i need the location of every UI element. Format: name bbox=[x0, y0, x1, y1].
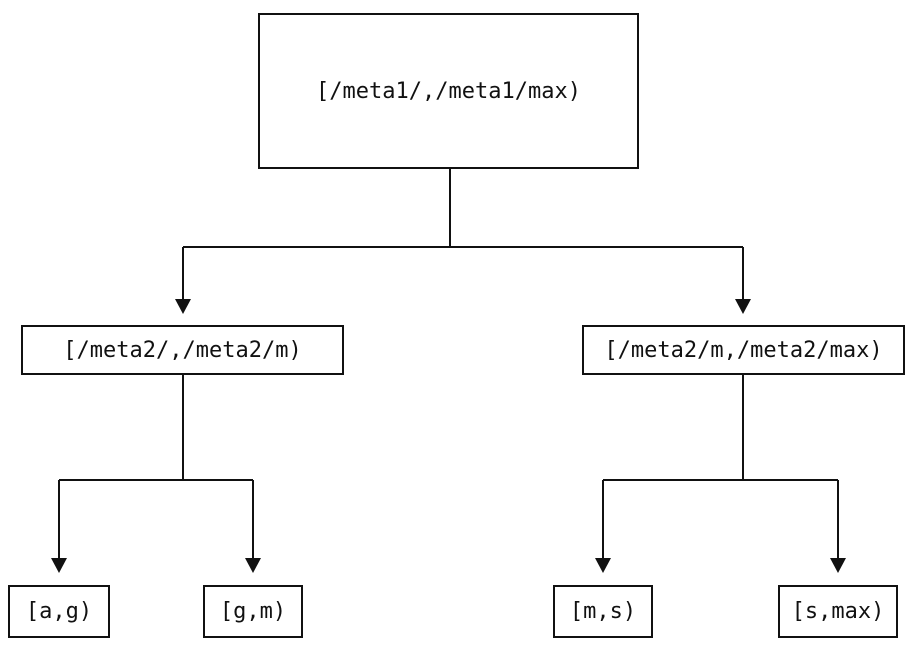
node-root: [/meta1/,/meta1/max) bbox=[258, 13, 639, 169]
node-right-left: [m,s) bbox=[553, 585, 653, 638]
node-right-right-label: [s,max) bbox=[791, 599, 885, 624]
arrow-down-icon bbox=[245, 558, 261, 573]
node-right-left-label: [m,s) bbox=[569, 599, 637, 624]
node-root-label: [/meta1/,/meta1/max) bbox=[316, 78, 581, 104]
node-left-label: [/meta2/,/meta2/m) bbox=[63, 337, 302, 363]
arrow-down-icon bbox=[595, 558, 611, 573]
node-left-right: [g,m) bbox=[203, 585, 303, 638]
node-left-left: [a,g) bbox=[8, 585, 110, 638]
node-left-left-label: [a,g) bbox=[25, 599, 93, 624]
arrow-down-icon bbox=[51, 558, 67, 573]
arrow-down-icon bbox=[175, 299, 191, 314]
arrow-down-icon bbox=[830, 558, 846, 573]
arrow-down-icon bbox=[735, 299, 751, 314]
node-right-label: [/meta2/m,/meta2/max) bbox=[604, 337, 883, 363]
node-left-right-label: [g,m) bbox=[219, 599, 287, 624]
node-right-right: [s,max) bbox=[778, 585, 898, 638]
node-right: [/meta2/m,/meta2/max) bbox=[582, 325, 905, 375]
node-left: [/meta2/,/meta2/m) bbox=[21, 325, 344, 375]
